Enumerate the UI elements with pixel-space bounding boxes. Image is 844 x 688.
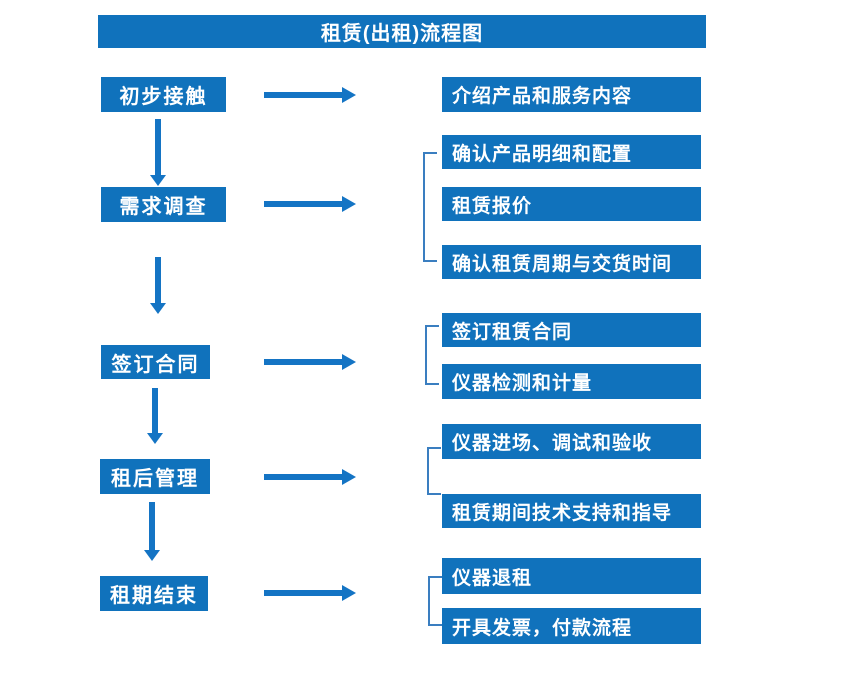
step-box-post-rental-management: 租后管理: [100, 459, 210, 494]
step-box-rental-end: 租期结束: [100, 576, 208, 611]
arrow-head: [150, 303, 166, 314]
arrow-shaft: [155, 119, 161, 175]
arrow-head: [150, 175, 166, 186]
arrow-right-icon: [264, 469, 356, 485]
detail-box-instrument-testing: 仪器检测和计量: [442, 364, 701, 399]
arrow-down-icon: [150, 257, 166, 314]
arrow-head: [342, 469, 356, 485]
arrow-shaft: [264, 92, 342, 98]
arrow-head: [342, 87, 356, 103]
arrow-head: [342, 354, 356, 370]
arrow-down-icon: [147, 388, 163, 444]
step-box-needs-survey: 需求调查: [101, 187, 226, 222]
detail-box-instrument-setup-acceptance: 仪器进场、调试和验收: [442, 424, 701, 459]
arrow-right-icon: [264, 87, 356, 103]
detail-box-confirm-period-delivery: 确认租赁周期与交货时间: [442, 245, 701, 279]
detail-box-introduce-products: 介绍产品和服务内容: [442, 77, 701, 112]
flowchart-title: 租赁(出租)流程图: [98, 15, 706, 48]
arrow-right-icon: [264, 354, 356, 370]
detail-box-confirm-product-config: 确认产品明细和配置: [442, 135, 701, 169]
arrow-shaft: [264, 359, 342, 365]
arrow-right-icon: [264, 196, 356, 212]
bracket-group-needs-survey: [423, 152, 437, 262]
arrow-shaft: [264, 201, 342, 207]
detail-box-instrument-return: 仪器退租: [442, 558, 701, 594]
detail-box-sign-rental-contract: 签订租赁合同: [442, 313, 701, 347]
arrow-head: [342, 196, 356, 212]
arrow-head: [147, 433, 163, 444]
arrow-shaft: [264, 474, 342, 480]
arrow-right-icon: [264, 585, 356, 601]
arrow-shaft: [149, 502, 155, 550]
bracket-group-post-rental: [427, 447, 441, 495]
arrow-head: [342, 585, 356, 601]
arrow-head: [144, 550, 160, 561]
bracket-group-sign-contract: [425, 325, 439, 385]
arrow-shaft: [155, 257, 161, 303]
detail-box-invoice-payment: 开具发票，付款流程: [442, 608, 701, 644]
arrow-down-icon: [150, 119, 166, 186]
step-box-initial-contact: 初步接触: [101, 77, 226, 112]
detail-box-tech-support: 租赁期间技术支持和指导: [442, 494, 701, 528]
arrow-shaft: [264, 590, 342, 596]
step-box-sign-contract: 签订合同: [101, 345, 210, 379]
arrow-down-icon: [144, 502, 160, 561]
bracket-group-rental-end: [428, 576, 442, 626]
arrow-shaft: [152, 388, 158, 433]
detail-box-rental-quote: 租赁报价: [442, 187, 701, 221]
